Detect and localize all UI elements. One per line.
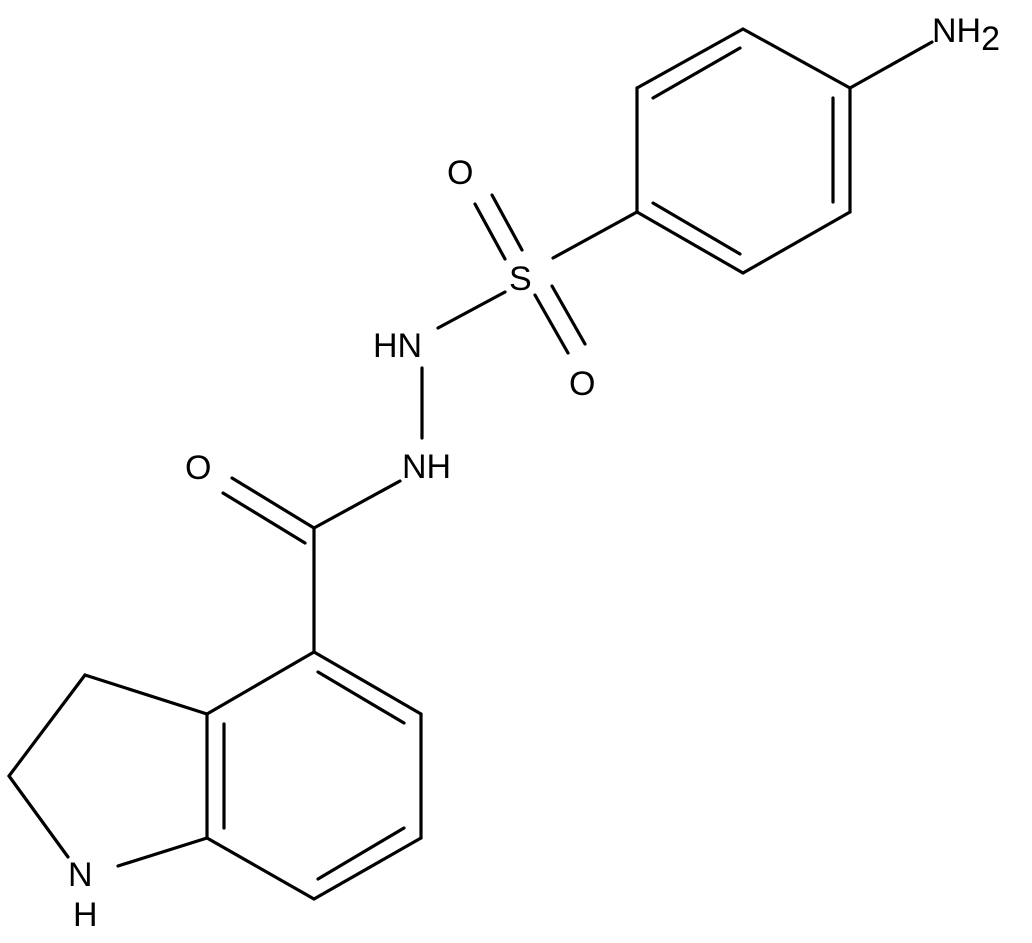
bond (312, 479, 402, 530)
indoline-five-ring (7, 673, 209, 868)
atom-label-o-sulfonyl-bottom: O (569, 365, 595, 403)
bond (741, 27, 852, 90)
bond (533, 293, 570, 355)
aminophenyl-ring (635, 27, 852, 275)
atom-label-n-ring: N (68, 856, 93, 894)
bond (635, 27, 745, 90)
atom-label-h-ring: H (73, 896, 98, 934)
atom-label-hn: HN (373, 327, 422, 365)
bond (116, 836, 209, 868)
bond (312, 650, 423, 716)
bond (651, 201, 742, 256)
bond (741, 210, 852, 275)
bond (7, 774, 70, 859)
bond (635, 210, 745, 275)
bond (312, 836, 423, 901)
carbonyl-group (221, 476, 316, 654)
atom-label-nh2: NH2 (932, 12, 1000, 58)
atom-label-s: S (509, 260, 532, 298)
bond (473, 202, 507, 261)
bond (551, 210, 639, 260)
indoline-benzene-ring (205, 650, 423, 901)
hydrazide-linker (312, 366, 424, 530)
bond (205, 836, 316, 901)
bond (316, 670, 406, 725)
bond (7, 673, 87, 778)
bond (436, 290, 507, 330)
bond (490, 193, 524, 252)
bond (651, 46, 742, 100)
bond (230, 476, 316, 530)
bond (316, 826, 406, 881)
bond (848, 40, 934, 90)
bond (221, 491, 307, 545)
sulfonyl-group (436, 193, 639, 355)
atom-label-o-carbonyl: O (185, 449, 211, 487)
atom-label-o-sulfonyl-top: O (447, 154, 473, 192)
bond (205, 650, 316, 716)
bond (83, 673, 209, 716)
bond (550, 284, 587, 346)
atom-label-nh: NH (402, 448, 451, 486)
